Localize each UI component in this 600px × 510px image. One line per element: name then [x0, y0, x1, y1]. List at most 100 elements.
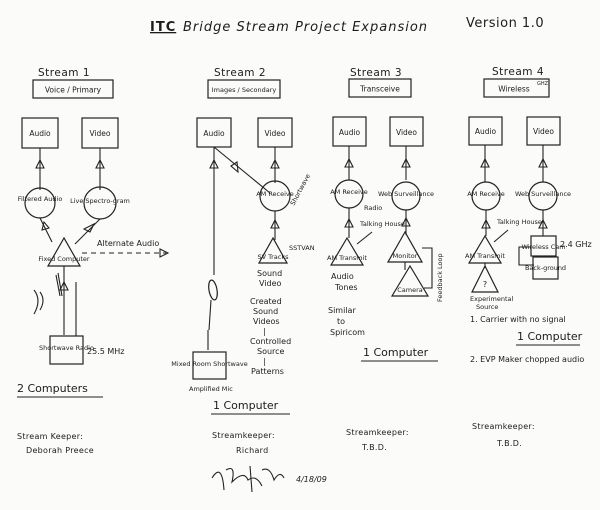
alternate-audio-arrow: [159, 248, 170, 258]
stream-1-left-arrow: [41, 220, 50, 231]
stream-2-tracks-arrow: [270, 218, 280, 229]
signature-date: 4/18/09: [296, 475, 327, 484]
stream-1-keeper-label: Stream Keeper:: [17, 432, 83, 441]
stream-3-transmit-triangle: [329, 236, 365, 266]
stream-1-video: Video: [89, 129, 110, 138]
stream-3-keeper-label: Streamkeeper:: [346, 428, 409, 437]
stream-2-tracks-label: SV Tracks: [257, 253, 289, 261]
stream-2-subtitle-box: [207, 79, 281, 99]
stream-2-created-1: Sound: [253, 307, 278, 316]
stream-2-audio: Audio: [203, 129, 225, 138]
stream-4-option-2: 2. EVP Maker chopped audio: [470, 355, 584, 364]
stream-4-wireless-box: [530, 235, 557, 257]
stream-4-keeper-name: T.B.D.: [496, 439, 522, 448]
stream-3-am-label: AM Receive: [330, 188, 368, 196]
stream-1-audio: Audio: [29, 129, 51, 138]
stream-2-mic-stem: [208, 299, 212, 331]
stream-3-computers: 1 Computer: [363, 346, 429, 359]
stream-4-video: Video: [533, 127, 554, 136]
stream-2-audio-arrow: [209, 158, 219, 169]
stream-2-created-0: Created: [250, 297, 282, 306]
stream-2-created-7: Patterns: [251, 367, 284, 376]
stream-3-tones-0: Audio: [331, 272, 354, 281]
stream-1-filtered-node: [24, 187, 56, 219]
stream-3-monitor-label: Monitor: [393, 252, 418, 260]
stream-1-radio-box: [49, 335, 84, 365]
alternate-audio-label: Alternate Audio: [97, 239, 159, 248]
signature-mark: [211, 465, 285, 493]
stream-2-diagonal-line: [213, 146, 271, 194]
stream-3-video: Video: [396, 128, 417, 137]
stream-3: Stream 3 Transceive Audio Video AM Recei…: [327, 67, 444, 452]
stream-2-created-4: Controlled: [250, 337, 291, 346]
stream-4-computers: 1 Computer: [517, 330, 583, 343]
stream-2-room-box: [192, 351, 227, 380]
stream-3-title: Stream 3: [350, 67, 402, 79]
stream-3-audio: Audio: [339, 128, 361, 137]
stream-3-camera-label: Camera: [397, 286, 423, 294]
stream-2-subtitle: Images / Secondary: [212, 86, 277, 94]
stream-3-feedback-label: Feedback Loop: [436, 253, 444, 302]
stream-1-wave-icon: [33, 289, 44, 315]
stream-4-source-label-0: Experimental: [470, 295, 514, 303]
stream-4-keeper-label: Streamkeeper:: [472, 422, 535, 431]
stream-2-video: Video: [264, 129, 285, 138]
stream-2-created-3: |: [263, 327, 266, 336]
stream-3-feedback-loop: [422, 247, 433, 289]
stream-4-audio-arrow: [480, 157, 490, 168]
stream-4-subtitle: Wireless: [498, 85, 529, 94]
stream-3-am-arrow: [344, 217, 354, 228]
stream-1-keeper-name: Deborah Preece: [26, 446, 94, 455]
stream-4-background-box: [532, 256, 559, 280]
stream-3-audio-arrow: [344, 157, 354, 168]
stream-1: Stream 1 Voice / Primary Audio Video Fil…: [17, 67, 170, 455]
stream-2-created-5: Source: [257, 347, 285, 356]
stream-1-filtered-label: Filtered Audio: [18, 195, 63, 203]
stream-4-wireless-freq: 2.4 GHz: [560, 240, 592, 249]
stream-2-mic-icon: [208, 279, 218, 301]
stream-1-left-connector: [39, 217, 53, 243]
stream-2-sound-note: Sound: [257, 269, 282, 278]
stream-3-radio-label: Radio: [364, 204, 382, 212]
stream-3-web-label: Web Surveillance: [378, 190, 434, 198]
stream-3-transmit-label: AM Transmit: [327, 254, 367, 262]
stream-1-computer-label: Fixed Computer: [38, 255, 90, 263]
stream-3-video-arrow: [401, 157, 411, 168]
stream-2-created-6: |: [263, 357, 266, 366]
stream-2-room-label: Mixed Room Shortwave: [171, 360, 247, 368]
stream-1-radio-arrow: [59, 280, 69, 291]
stream-3-similar-0: Similar: [328, 306, 356, 315]
stream-4-option-1: 1. Carrier with no signal: [470, 315, 566, 324]
stream-4-am-arrow: [481, 218, 491, 229]
stream-4-web-arrow: [538, 218, 548, 229]
stream-4-transmit-label: AM Transmit: [465, 252, 505, 260]
stream-3-similar-2: Spiricom: [330, 328, 365, 337]
stream-4-background-label: Back-ground: [525, 264, 566, 272]
stream-4-subtitle-sup: GHZ: [537, 81, 549, 87]
stream-2-diagonal-arrow: [230, 161, 239, 174]
stream-1-radio-label: Shortwave Radio: [39, 344, 94, 352]
stream-2: Stream 2 Images / Secondary Audio Video …: [171, 67, 314, 455]
stream-3-camera-triangle: [390, 264, 430, 297]
title-prefix: ITC: [150, 20, 176, 35]
stream-4-talking-line: [493, 229, 509, 243]
stream-2-keeper-name: Richard: [236, 446, 268, 455]
stream-2-keeper-label: Streamkeeper:: [212, 431, 275, 440]
stream-4-audio: Audio: [475, 127, 497, 136]
stream-3-subtitle-box: [348, 78, 412, 98]
stream-1-title: Stream 1: [38, 67, 90, 79]
stream-1-right-arrow: [82, 222, 96, 233]
stream-4-source-triangle: [471, 264, 499, 293]
stream-4-subtitle-box: [483, 78, 550, 98]
stream-1-spectrogram-label: Live Spectro-gram: [70, 197, 130, 205]
stream-2-video-note: Video: [259, 279, 282, 288]
stream-4-source-question: ?: [483, 280, 487, 289]
stream-4-am-label: AM Receive: [467, 190, 505, 198]
stream-4-video-arrow: [538, 157, 548, 168]
stream-2-tracks-triangle: [257, 236, 289, 264]
stream-4-title: Stream 4: [492, 66, 544, 78]
stream-2-am-label: AM Receive: [256, 190, 294, 198]
stream-2-video-arrow: [270, 158, 280, 169]
stream-4-web-label: Web Surveillance: [515, 190, 571, 198]
